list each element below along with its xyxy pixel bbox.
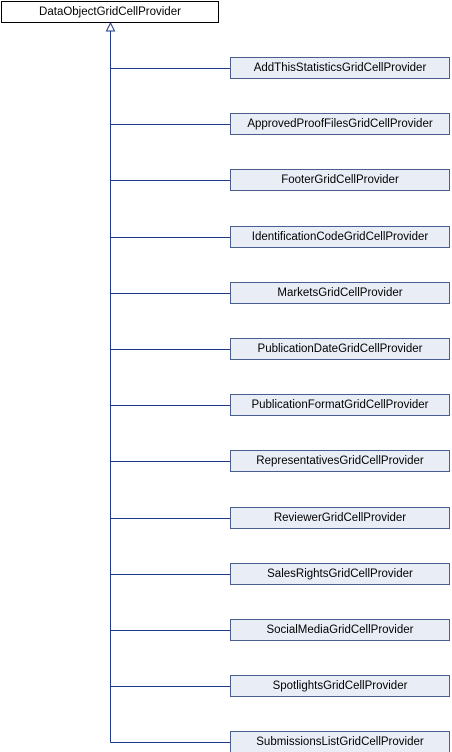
base-class-node[interactable]: DataObjectGridCellProvider xyxy=(1,1,219,23)
subclass-node[interactable]: SocialMediaGridCellProvider xyxy=(230,619,450,641)
subclass-node[interactable]: PublicationDateGridCellProvider xyxy=(230,338,450,360)
inheritance-branch-lines xyxy=(110,68,230,743)
subclass-node[interactable]: FooterGridCellProvider xyxy=(230,169,450,191)
subclass-node[interactable]: SubmissionsListGridCellProvider xyxy=(230,731,450,752)
subclass-node[interactable]: RepresentativesGridCellProvider xyxy=(230,450,450,472)
subclass-node[interactable]: SpotlightsGridCellProvider xyxy=(230,675,450,697)
subclass-node[interactable]: MarketsGridCellProvider xyxy=(230,282,450,304)
subclass-node[interactable]: SalesRightsGridCellProvider xyxy=(230,563,450,585)
subclass-node[interactable]: ReviewerGridCellProvider xyxy=(230,507,450,529)
subclass-node[interactable]: IdentificationCodeGridCellProvider xyxy=(230,226,450,248)
inheritance-arrowhead-icon xyxy=(105,21,116,32)
subclass-node[interactable]: PublicationFormatGridCellProvider xyxy=(230,394,450,416)
subclass-node[interactable]: AddThisStatisticsGridCellProvider xyxy=(230,57,450,79)
subclass-node[interactable]: ApprovedProofFilesGridCellProvider xyxy=(230,113,450,135)
